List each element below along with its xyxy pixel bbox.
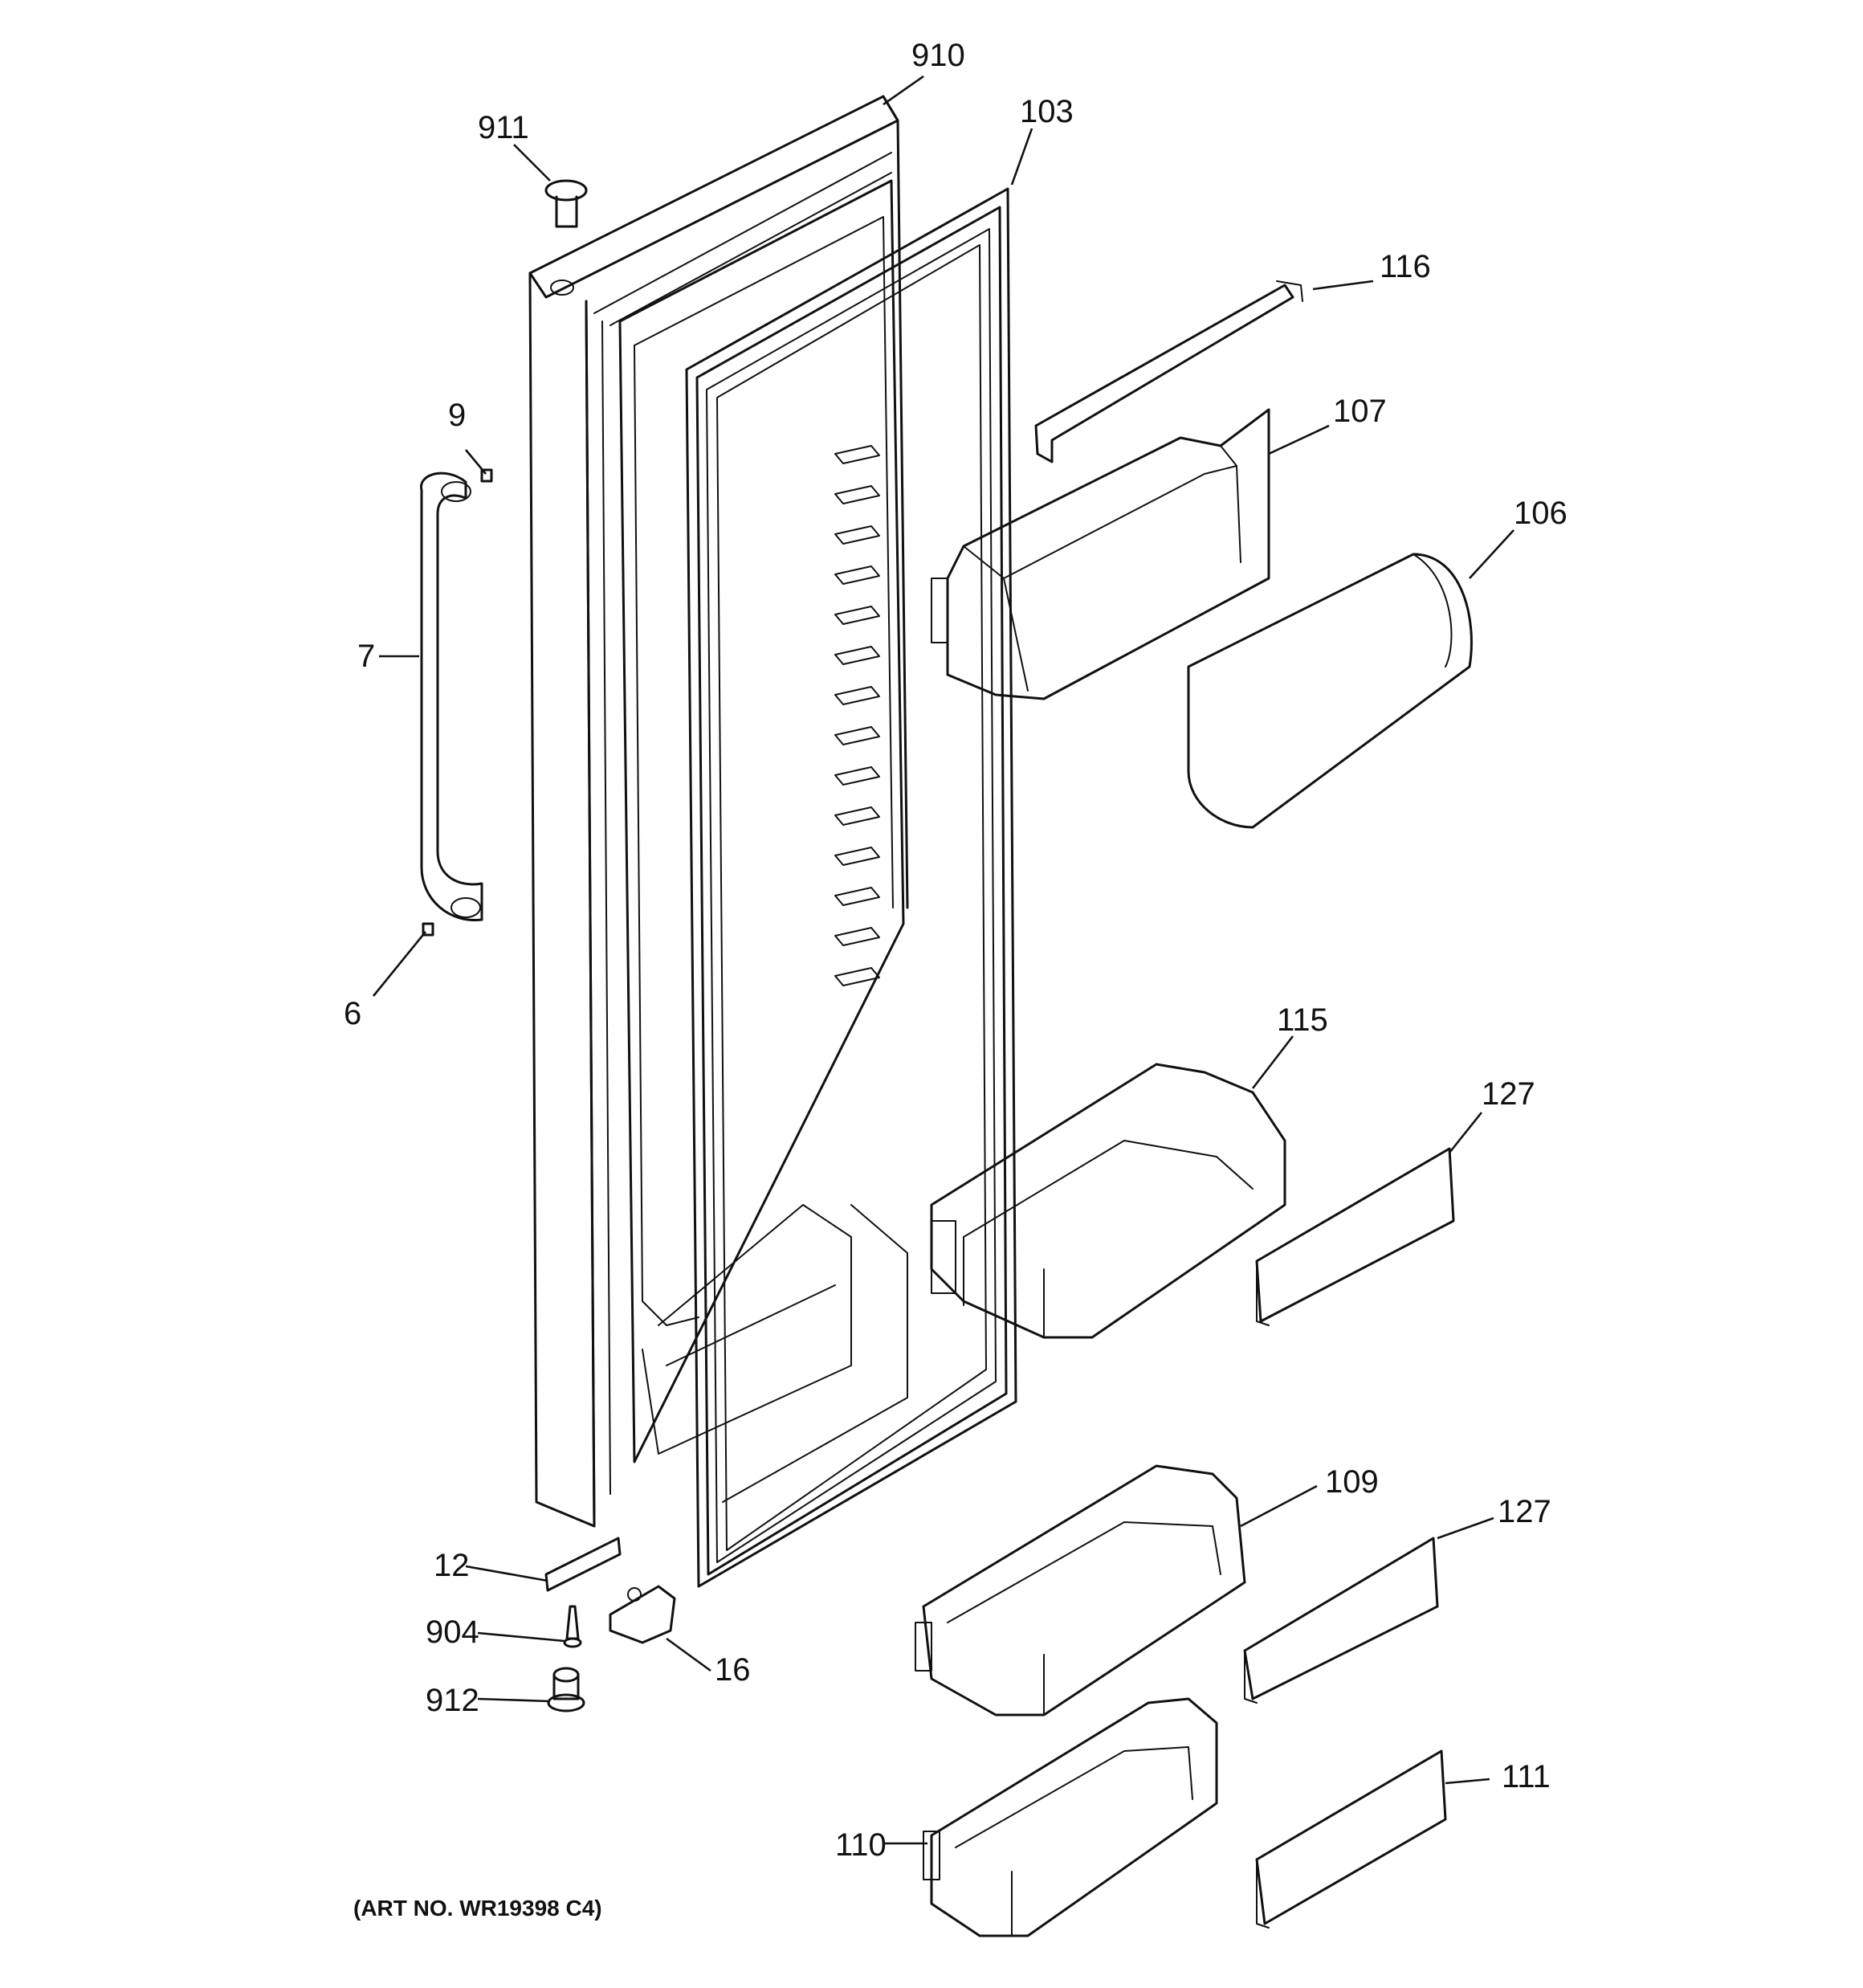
callout-912: 912 [426,1683,479,1718]
lower-hinge [609,1585,676,1644]
liner-shelf-ribs [834,445,880,986]
callout-106: 106 [1514,496,1567,531]
callout-7: 7 [357,639,375,674]
callout-910: 910 [911,38,965,73]
callout-109: 109 [1325,1464,1379,1500]
bin-front-bottom [1255,1749,1447,1929]
callout-127-lower: 127 [1498,1494,1551,1529]
handle-screw-bottom [422,922,434,937]
callout-911: 911 [478,110,529,145]
bin-front-lower [1243,1537,1439,1704]
art-number: (ART NO. WR19398 C4) [353,1896,602,1921]
door-handle [420,471,483,922]
callout-127-upper: 127 [1482,1076,1535,1112]
callout-115: 115 [1277,1002,1328,1038]
callout-111: 111 [1502,1759,1551,1794]
shelf-trim [1034,280,1303,463]
callout-labels: 910 911 103 116 107 106 9 7 6 115 127 10… [344,38,1567,1863]
callout-9: 9 [448,398,466,433]
callout-16: 16 [715,1652,751,1688]
callout-904: 904 [426,1614,479,1650]
door-outer-frame [528,95,909,1528]
door-bin-upper [931,408,1270,700]
callout-116: 116 [1380,249,1431,284]
bottom-hinge-bushing [547,1667,585,1712]
door-inner-liner [618,179,905,1463]
lower-hinge-bracket [544,1537,622,1592]
callout-107: 107 [1333,394,1387,429]
bin-front-middle [1255,1147,1455,1326]
callout-12: 12 [434,1548,470,1583]
door-bin-bottom [923,1697,1218,1937]
bin-front-cover [1187,553,1473,829]
leader-lines [372,75,1514,1845]
callout-103: 103 [1020,94,1074,129]
top-hinge-bushing [544,179,588,228]
door-bin-lower [915,1464,1246,1717]
callout-110: 110 [835,1827,887,1863]
door-bin-middle [930,1063,1286,1339]
hinge-screw [563,1605,582,1648]
handle-screw-top [480,468,493,483]
callout-6: 6 [344,996,361,1031]
door-gasket [685,187,1017,1588]
